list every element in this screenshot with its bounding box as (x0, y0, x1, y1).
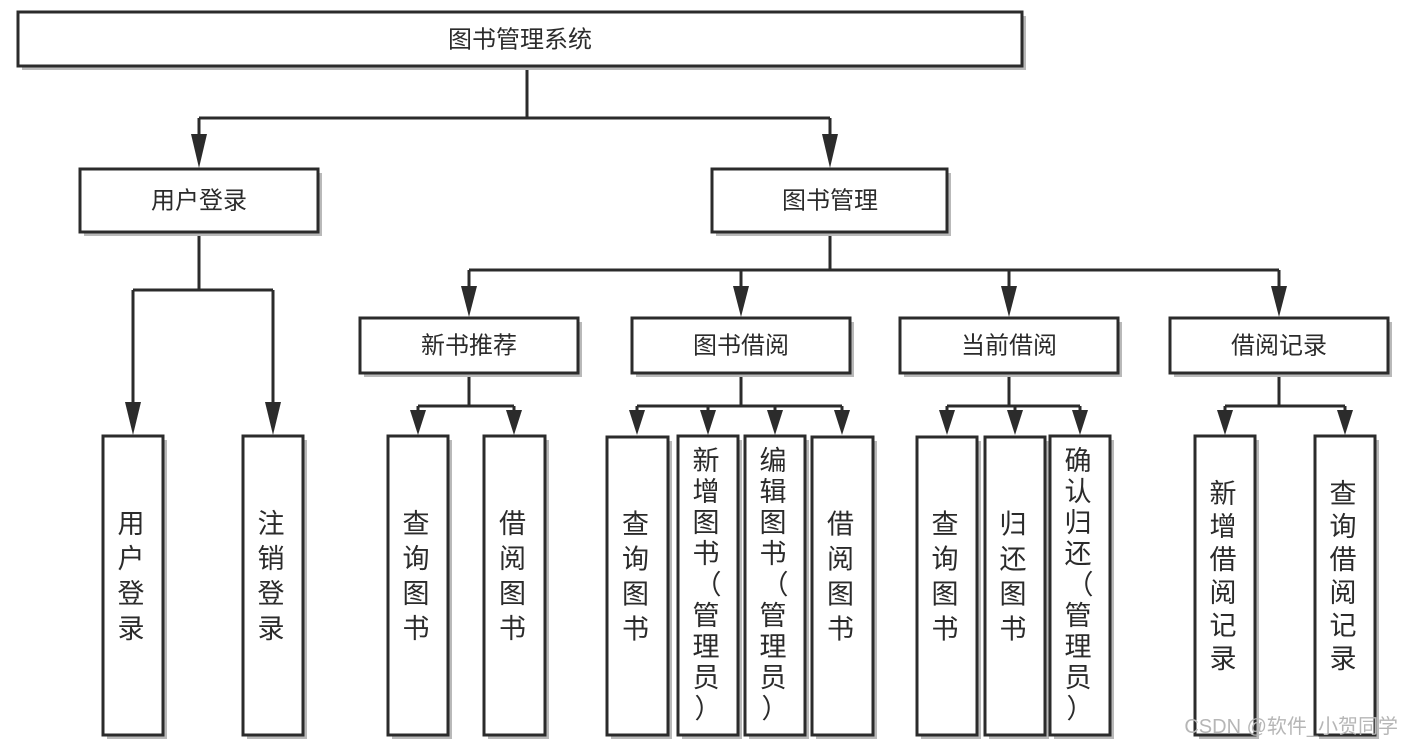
arrow-head-leaf-logout (265, 402, 281, 435)
node-user-login-box[interactable] (78, 167, 320, 234)
node-borrow-record-box[interactable] (1168, 316, 1390, 375)
node-leaf-logout-box[interactable] (241, 434, 305, 737)
node-leaf-return-book[interactable]: 归还图书 (983, 435, 1049, 739)
arrow-head-leaf-borrow-book (834, 410, 850, 435)
node-leaf-add-borrow-record-label: 新增借阅记录 (1210, 479, 1241, 674)
node-leaf-query-borrow-record-box[interactable] (1313, 434, 1377, 737)
node-leaf-borrow-book-rec-box[interactable] (482, 434, 547, 737)
node-leaf-borrow-book-rec-label: 借阅图书 (499, 509, 530, 644)
node-borrow-record[interactable]: 借阅记录 (1168, 316, 1392, 377)
node-leaf-query-book-rec-label: 查询图书 (403, 509, 434, 644)
node-new-book-recommend-label: 新书推荐 (421, 332, 517, 359)
node-leaf-query-book-rec-box[interactable] (386, 434, 450, 737)
arrow-head-leaf-add-borrow-record (1217, 410, 1233, 435)
node-leaf-return-book-box[interactable] (983, 435, 1047, 737)
arrow-head-current-borrow (1001, 286, 1017, 317)
arrow-head-leaf-add-book-admin (700, 410, 716, 435)
connector-layer (125, 66, 1353, 435)
node-leaf-user-login-box[interactable] (101, 434, 165, 737)
node-book-manage-box[interactable] (710, 167, 949, 234)
node-leaf-query-borrow-record[interactable]: 查询借阅记录 (1313, 434, 1379, 739)
node-book-borrow[interactable]: 图书借阅 (630, 316, 854, 377)
node-leaf-add-book-admin-label: 新增图书（管理员） (693, 446, 724, 724)
leaf-node-layer: 用户登录 注销登录 查询图书 借阅图书 查询图书 新增图书（管理员） 编辑图书（管理员） 借阅… (101, 434, 1379, 739)
node-new-book-recommend[interactable]: 新书推荐 (358, 316, 582, 377)
node-book-borrow-label: 图书借阅 (693, 332, 789, 359)
node-book-manage[interactable]: 图书管理 (710, 167, 951, 236)
node-current-borrow-box[interactable] (898, 316, 1120, 375)
arrow-head-book-manage (822, 134, 838, 168)
node-root[interactable]: 图书管理系统 (16, 10, 1026, 70)
node-user-login-label: 用户登录 (151, 187, 247, 214)
node-leaf-query-book-borrow-box[interactable] (605, 435, 670, 737)
arrow-head-new-book-recommend (461, 286, 477, 317)
node-leaf-query-book-borrow-label: 查询图书 (622, 510, 653, 645)
node-leaf-logout-label: 注销登录 (258, 509, 289, 644)
arrow-head-leaf-query-borrow-record (1337, 410, 1353, 435)
node-leaf-query-book-cur-label: 查询图书 (932, 510, 963, 645)
node-leaf-add-borrow-record-box[interactable] (1193, 434, 1257, 737)
node-leaf-borrow-book[interactable]: 借阅图书 (810, 435, 877, 739)
node-leaf-edit-book-admin[interactable]: 编辑图书（管理员） (743, 434, 809, 739)
node-leaf-add-borrow-record[interactable]: 新增借阅记录 (1193, 434, 1259, 739)
node-book-manage-label: 图书管理 (782, 187, 878, 214)
watermark-text: CSDN @软件_小贺同学 (1184, 715, 1398, 738)
node-leaf-borrow-book-label: 借阅图书 (827, 510, 858, 645)
node-leaf-confirm-return-admin-label: 确认归还（管理员） (1065, 446, 1096, 724)
node-leaf-edit-book-admin-label: 编辑图书（管理员） (760, 446, 791, 724)
node-leaf-query-book-cur-box[interactable] (915, 435, 979, 737)
node-leaf-add-book-admin[interactable]: 新增图书（管理员） (676, 434, 742, 739)
arrow-head-leaf-edit-book-admin (767, 410, 783, 435)
arrow-head-borrow-record (1271, 286, 1287, 317)
node-leaf-query-book-cur[interactable]: 查询图书 (915, 435, 981, 739)
node-current-borrow-label: 当前借阅 (961, 332, 1057, 359)
arrow-head-book-borrow (733, 286, 749, 317)
node-leaf-query-book-borrow[interactable]: 查询图书 (605, 435, 672, 739)
arrow-head-leaf-return-book (1007, 410, 1023, 435)
arrow-head-user-login (191, 134, 207, 168)
arrow-head-leaf-query-book-cur (939, 410, 955, 435)
node-leaf-borrow-book-box[interactable] (810, 435, 875, 737)
node-leaf-user-login[interactable]: 用户登录 (101, 434, 167, 739)
node-leaf-edit-book-admin-box[interactable] (743, 434, 807, 737)
node-book-borrow-box[interactable] (630, 316, 852, 375)
node-borrow-record-label: 借阅记录 (1231, 332, 1327, 359)
node-leaf-add-book-admin-box[interactable] (676, 434, 740, 737)
arrow-head-leaf-query-book-rec (410, 410, 426, 435)
node-root-box[interactable] (16, 10, 1024, 68)
node-leaf-query-book-rec[interactable]: 查询图书 (386, 434, 452, 739)
node-leaf-logout[interactable]: 注销登录 (241, 434, 307, 739)
node-user-login[interactable]: 用户登录 (78, 167, 322, 236)
node-leaf-return-book-label: 归还图书 (1000, 510, 1031, 645)
node-leaf-query-borrow-record-label: 查询借阅记录 (1330, 479, 1361, 674)
node-leaf-user-login-label: 用户登录 (118, 509, 149, 644)
arrow-head-leaf-query-book-borrow (629, 410, 645, 435)
node-leaf-confirm-return-admin-box[interactable] (1048, 434, 1112, 737)
node-leaf-borrow-book-rec[interactable]: 借阅图书 (482, 434, 549, 739)
node-root-label: 图书管理系统 (448, 26, 592, 53)
arrow-head-leaf-user-login (125, 402, 141, 435)
arrow-head-leaf-borrow-book-rec (506, 410, 522, 435)
node-current-borrow[interactable]: 当前借阅 (898, 316, 1122, 377)
node-new-book-recommend-box[interactable] (358, 316, 580, 375)
node-leaf-confirm-return-admin[interactable]: 确认归还（管理员） (1048, 434, 1114, 739)
arrow-head-leaf-confirm-return-admin (1072, 410, 1088, 435)
